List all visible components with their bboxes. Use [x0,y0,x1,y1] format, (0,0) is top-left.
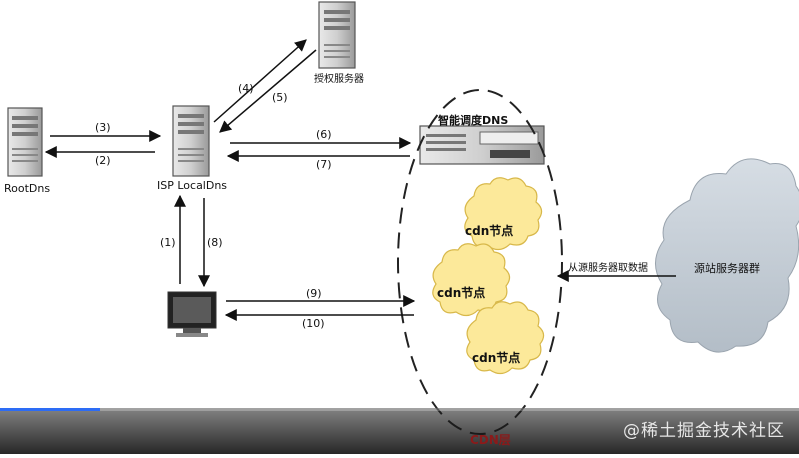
edge-3-label: (3) [95,121,111,134]
edge-5-arrow [219,49,317,133]
edge-4-arrow [213,39,307,123]
edge-5-label: (5) [272,91,288,104]
smart-dns-server-icon [419,125,545,165]
origin-cluster-label: 源站服务器群 [694,261,760,275]
auth-server-icon [318,1,356,69]
edge-2-label: (2) [95,154,111,167]
isp-localdns-label: ISP LocalDns [157,179,227,192]
watermark-text: @稀土掘金技术社区 [623,421,785,441]
edge-1-label: (1) [160,236,176,249]
video-controls-overlay [0,408,799,454]
cdn-node-cloud-3 [466,301,545,375]
edge-8-label: (8) [207,236,223,249]
cdn-node-cloud-1 [464,177,543,251]
root-dns-label: RootDns [4,182,50,195]
client-monitor-icon [167,291,217,337]
isp-localdns-server-icon [172,105,210,177]
cdn-layer-label: CDN层 [470,433,511,447]
edge-4-label: (4) [238,82,254,95]
edge-10-label: (10) [302,317,325,330]
edge-7-label: (7) [316,158,332,171]
cdn-node-label-3: cdn节点 [472,350,520,365]
video-progress-bar[interactable] [0,408,799,411]
cdn-node-label-1: cdn节点 [465,223,513,238]
smart-dns-label: 智能调度DNS [438,113,508,127]
root-dns-server-icon [7,107,43,177]
edge-9-label: (9) [306,287,322,300]
video-progress-fill [0,408,100,411]
cdn-node-label-2: cdn节点 [437,285,485,300]
origin-cluster-cloud [655,158,799,353]
cdn-node-cloud-2 [432,243,511,317]
origin-fetch-label: 从源服务器取数据 [568,261,648,274]
auth-server-label: 授权服务器 [314,72,364,85]
edge-6-label: (6) [316,128,332,141]
